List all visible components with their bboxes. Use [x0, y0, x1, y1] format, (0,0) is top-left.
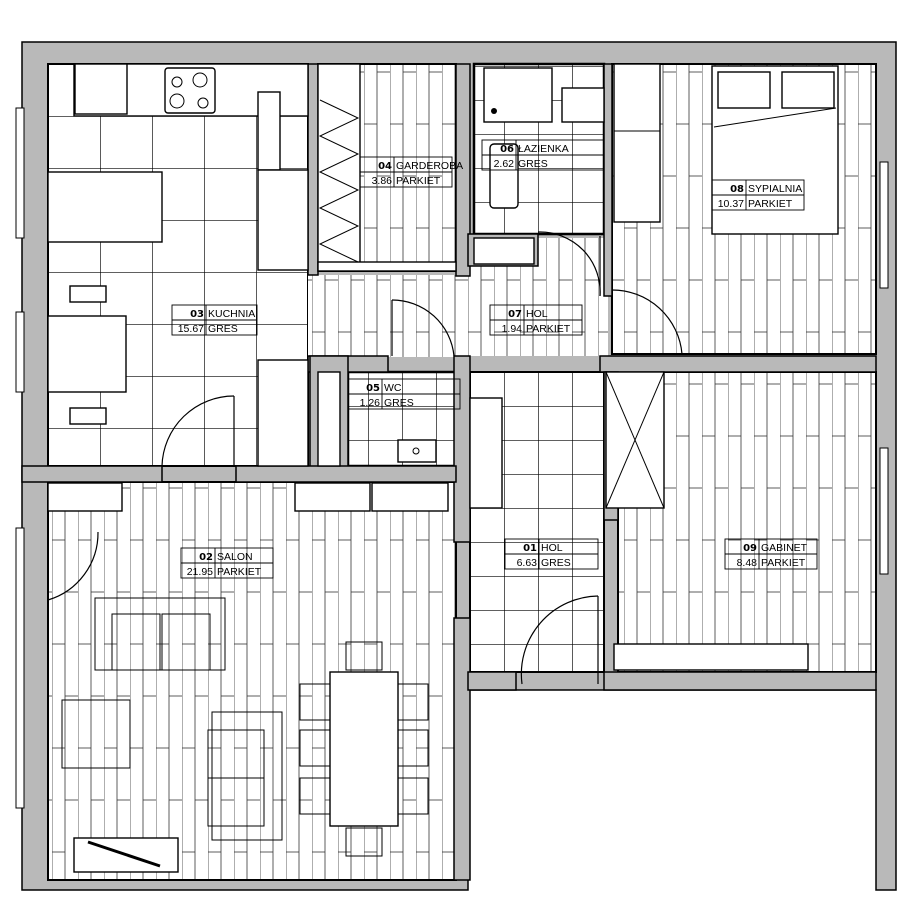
room-floor-type: PARKIET: [761, 557, 806, 569]
room-floor-type: GRES: [384, 397, 414, 409]
room-number: 06: [500, 144, 514, 155]
room-number: 03: [190, 309, 204, 320]
kitchen-cabinet-low: [257, 359, 309, 467]
room-floor-type: PARKIET: [396, 175, 441, 187]
room-name: HOL: [526, 308, 548, 320]
room-label-salon: 02 SALON 21.95 PARKIET: [180, 547, 274, 579]
room-name: HOL: [541, 542, 563, 554]
dining-chairs: [299, 641, 429, 857]
pillow: [717, 71, 771, 109]
room-area: 1.26: [360, 397, 381, 409]
wardrobe: [317, 63, 457, 272]
room-number: 07: [508, 309, 522, 320]
room-name: KUCHNIA: [208, 308, 255, 320]
room-floor-type: PARKIET: [526, 323, 571, 335]
windows: [15, 107, 889, 809]
bathroom-cabinet: [561, 87, 605, 123]
wc-sink: [397, 439, 437, 463]
wardrobe-bedroom: [613, 63, 661, 223]
room-label-sypialnia: 08 SYPIALNIA 10.37 PARKIET: [711, 179, 805, 211]
doors: [47, 231, 683, 685]
room-floor-type: GRES: [541, 557, 571, 569]
room-area: 8.48: [737, 557, 758, 569]
room-floor-type: PARKIET: [217, 566, 262, 578]
room-name: WC: [384, 382, 402, 394]
room-area: 15.67: [178, 323, 204, 335]
dining-table: [329, 671, 399, 827]
room-area: 2.62: [494, 158, 515, 170]
hall-wardrobe: [469, 397, 503, 509]
room-floor-type: PARKIET: [748, 198, 793, 210]
window-gabinet: [879, 447, 889, 575]
room-name: GARDEROBA: [396, 160, 463, 172]
room-area: 6.63: [517, 557, 538, 569]
washbasin: [489, 143, 519, 209]
pillow: [781, 71, 835, 109]
kitchen-cabinets-right: [257, 169, 309, 271]
bedroom-furniture: [613, 63, 839, 235]
window-kuchnia-2: [15, 311, 25, 393]
room-number: 02: [199, 552, 213, 563]
room-area: 21.95: [187, 566, 213, 578]
room-name: SYPIALNIA: [748, 183, 802, 195]
room-floor-type: GRES: [208, 323, 238, 335]
room-number: 08: [730, 184, 744, 195]
room-area: 1.94: [502, 323, 523, 335]
fridge: [74, 63, 128, 115]
sink: [257, 91, 281, 171]
room-number: 01: [523, 543, 537, 554]
wc-fixtures: [317, 371, 437, 467]
room-name: GABINET: [761, 542, 808, 554]
room-number: 05: [366, 383, 380, 394]
kitchen-furniture: [47, 63, 309, 467]
room-name: ŁAZIENKA: [518, 143, 569, 155]
window-salon: [15, 527, 25, 809]
stove: [164, 67, 216, 114]
kitchen-island: [47, 171, 163, 243]
floor-corridor-upper: [308, 275, 468, 357]
kitchen-table: [47, 315, 127, 393]
armchair: [61, 699, 131, 769]
room-area: 3.86: [372, 175, 393, 187]
room-floor-type: GRES: [518, 158, 548, 170]
chair: [69, 285, 107, 303]
hall-fixtures: [469, 371, 809, 671]
window-sypialnia: [879, 161, 889, 289]
room-label-kuchnia: 03 KUCHNIA 15.67 GRES: [171, 304, 258, 336]
sofa-bottom: [207, 711, 283, 841]
room-number: 09: [743, 543, 757, 554]
bath-shelf: [473, 237, 535, 265]
room-name: SALON: [217, 551, 253, 563]
bathroom-fixtures: [473, 67, 605, 265]
gabinet-desk: [613, 643, 809, 671]
chair: [69, 407, 107, 425]
room-area: 10.37: [718, 198, 744, 210]
room-number: 04: [378, 161, 392, 172]
window-kuchnia-1: [15, 107, 25, 239]
salon-furniture: [47, 482, 449, 873]
sofa-top: [94, 597, 226, 671]
